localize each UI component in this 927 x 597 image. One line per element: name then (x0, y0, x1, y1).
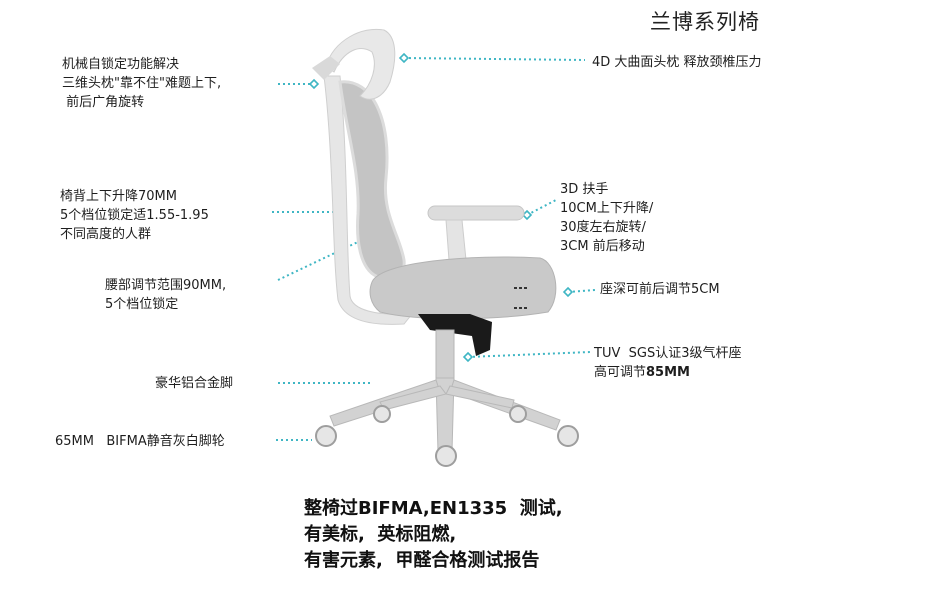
headrest (325, 28, 396, 100)
certification-footer: 整椅过BIFMA,EN1335 测试, 有美标, 英标阻燃, 有害元素, 甲醛合… (304, 498, 563, 571)
seat-cushion (369, 256, 557, 320)
label-headrest-curve: 4D 大曲面头枕 释放颈椎压力 (592, 55, 762, 70)
gas-lift-line1: TUV SGS认证3级气杆座 (594, 346, 742, 361)
back-frame (323, 75, 414, 325)
chair (312, 28, 579, 467)
label-seat-depth: 座深可前后调节5CM (600, 282, 720, 297)
leader-armrest (526, 199, 557, 216)
leader-gas-lift (467, 351, 591, 358)
armrest-pad (427, 205, 525, 221)
gas-lift-line2-value: 85MM (646, 365, 690, 380)
label-gas-lift: TUV SGS认证3级气杆座 高可调节85MM (594, 344, 741, 382)
star-base (329, 377, 561, 453)
label-armrest: 3D 扶手 10CM上下升降/ 30度左右旋转/ 3CM 前后移动 (560, 182, 654, 254)
label-backrest-lift: 椅背上下升降70MM 5个档位锁定适1.55-1.95 不同高度的人群 (60, 189, 209, 242)
gas-lift-line2-prefix: 高可调节 (594, 365, 647, 380)
label-base: 豪华铝合金脚 (155, 376, 234, 391)
leader-lumbar (277, 239, 363, 281)
leader-headrest-curve (403, 57, 586, 61)
leader-lines (272, 57, 596, 441)
casters (315, 405, 579, 467)
label-lumbar: 腰部调节范围90MM, 5个档位锁定 (105, 278, 227, 312)
seat-mechanism (418, 314, 492, 356)
label-headrest-lock: 机械自锁定功能解决 三维头枕"靠不住"难题上下, 前后广角旋转 (62, 57, 222, 110)
backrest-mesh (338, 80, 406, 280)
product-title: 兰博系列椅 (650, 10, 760, 34)
headrest-bracket (312, 56, 340, 80)
label-casters: 65MM BIFMA静音灰白脚轮 (55, 434, 225, 449)
